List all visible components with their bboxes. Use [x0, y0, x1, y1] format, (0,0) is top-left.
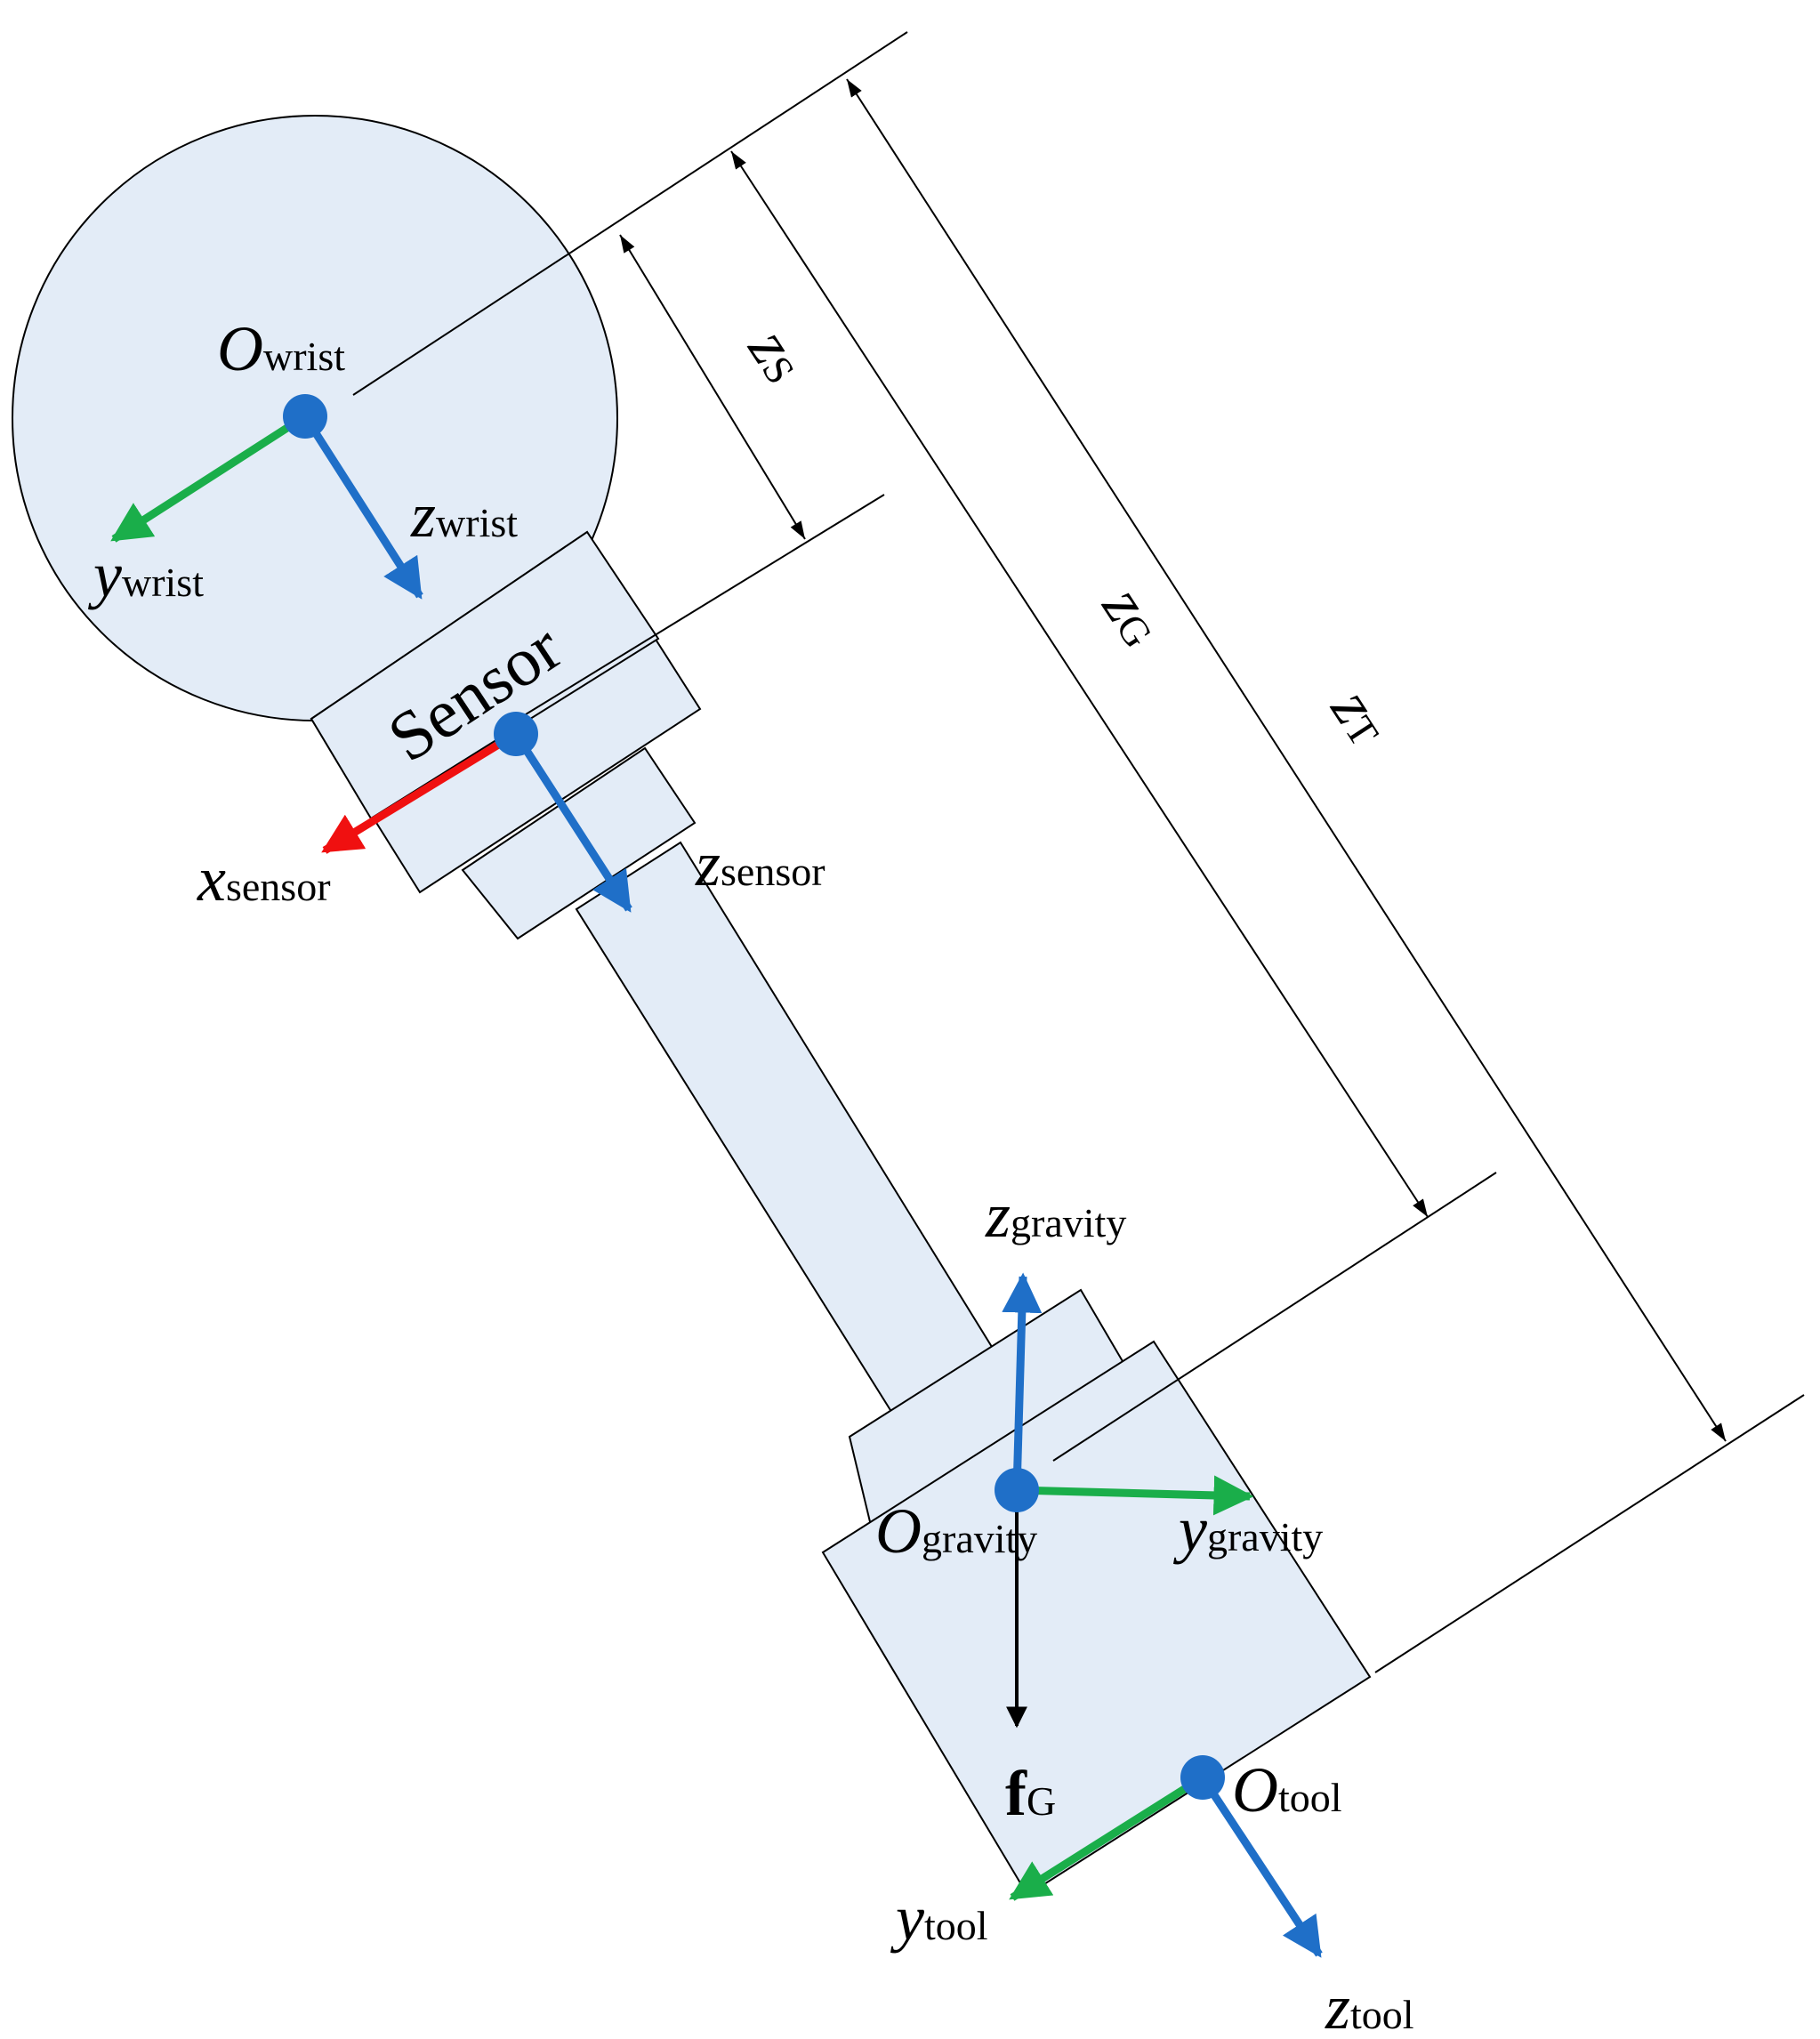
label-y-gravity: ygravity: [1172, 1494, 1323, 1565]
y-gravity-axis: [1016, 1475, 1254, 1516]
axes: [110, 413, 1323, 1958]
label-o-gravity: Ogravity: [875, 1495, 1037, 1567]
dim-zt: [846, 78, 1727, 1442]
label-f-g: fG: [1005, 1758, 1056, 1829]
robot-structure: [12, 115, 1372, 1897]
y-wrist-axis: [110, 413, 308, 543]
label-y-tool: ytool: [890, 1882, 988, 1954]
label-z-gravity: zgravity: [985, 1180, 1126, 1251]
sensor-flange: [461, 746, 697, 940]
label-x-sensor: xsensor: [197, 843, 331, 915]
label-zs: zS: [735, 315, 821, 394]
label-y-wrist: ywrist: [87, 539, 204, 610]
z-wrist-axis: [302, 414, 423, 600]
y-tool-axis: [1009, 1774, 1205, 1901]
sensor-cap-plate: [310, 530, 660, 820]
z-tool-axis: [1199, 1775, 1323, 1958]
x-sensor-axis: [321, 730, 519, 854]
origins: [283, 394, 1225, 1800]
label-o-tool: Otool: [1232, 1754, 1342, 1825]
label-z-tool: ztool: [1325, 1971, 1414, 2039]
dim-zs: [619, 234, 806, 540]
origin-wrist-dot: [283, 394, 327, 439]
label-z-wrist: zwrist: [410, 480, 518, 551]
dimension-lines: [619, 78, 1727, 1442]
label-z-sensor: zsensor: [695, 828, 825, 899]
z-gravity-axis: [1002, 1272, 1043, 1491]
origin-sensor-dot: [494, 712, 538, 756]
z-sensor-axis: [512, 731, 632, 913]
origin-tool-dot: [1180, 1755, 1225, 1800]
label-o-wrist: Owrist: [217, 313, 345, 384]
dim-zg: [730, 150, 1429, 1218]
origin-gravity-dot: [995, 1468, 1039, 1512]
label-zg: zG: [1089, 573, 1179, 658]
label-zt: zT: [1317, 675, 1405, 756]
